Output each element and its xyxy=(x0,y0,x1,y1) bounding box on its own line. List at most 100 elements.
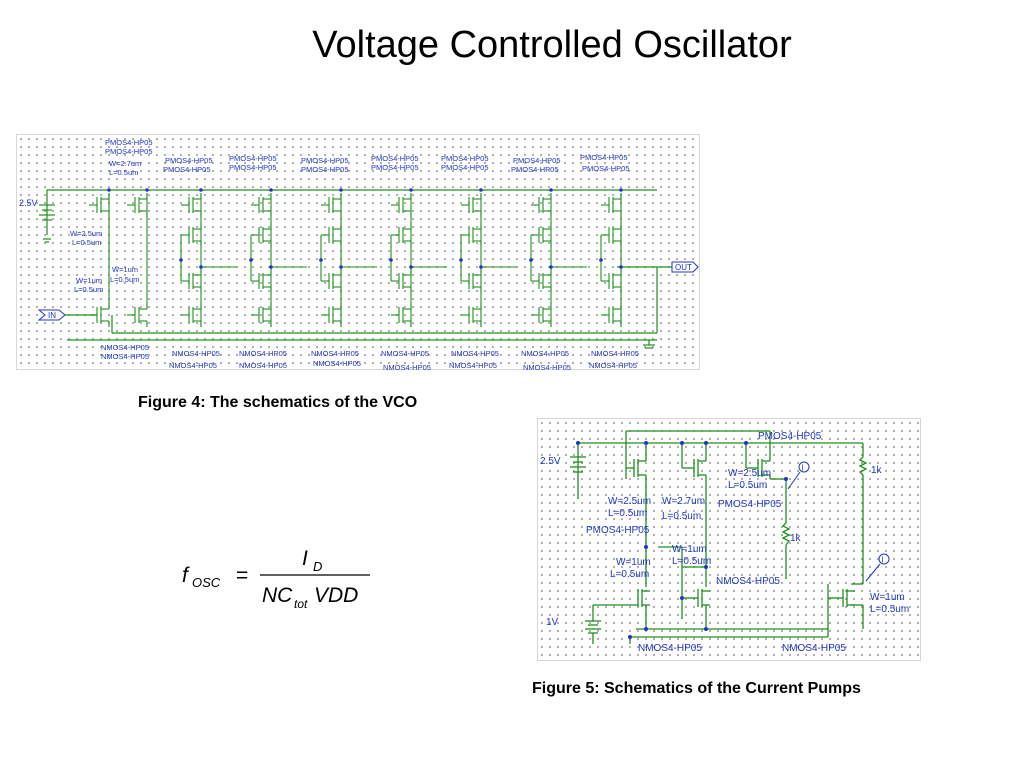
pumps-nmos-mid-l: L=0.5um xyxy=(672,556,711,567)
vco-junctions xyxy=(107,188,623,269)
pumps-pmos-right-w: W=2.5um xyxy=(728,468,771,479)
stage3-pmos-inner xyxy=(321,223,342,247)
stage6-pmos-outer xyxy=(531,193,552,217)
stage6-nmos-part-2: NMOS4-HP05 xyxy=(523,363,571,371)
stage2-nmos-outer xyxy=(251,303,272,327)
pumps-nmos-left-l: L=0.5um xyxy=(610,569,649,580)
vco-in-port: IN xyxy=(37,309,66,321)
stage6-nmos-part-1: NMOS4-HP05 xyxy=(521,349,569,358)
stage4-nmos-outer xyxy=(391,303,412,327)
stage3-node-out xyxy=(339,265,343,269)
stage5-nmos-inner xyxy=(461,269,482,293)
pumps-nmos-right-l: L=0.5um xyxy=(870,604,909,615)
stage6-node-vdd xyxy=(549,188,553,192)
stage7-node-in xyxy=(599,258,603,262)
current-probe-right: I xyxy=(865,553,890,582)
stage6-pmos-inner xyxy=(531,223,552,247)
pumps-bias-label: 1V xyxy=(546,617,559,628)
vco-first-node-vdd-b xyxy=(145,188,149,192)
stage3-nmos-part-1: NMOS4-HP05 xyxy=(311,349,359,358)
pumps-junctions xyxy=(576,441,788,639)
pumps-nmos-bottom-left-part: NMOS4-HP05 xyxy=(638,643,702,654)
vco-first-nmos-l: L=0.5um xyxy=(110,275,139,284)
stage4-node-vdd xyxy=(409,188,413,192)
slide-title: Voltage Controlled Oscillator xyxy=(312,24,792,66)
stage1-pmos-outer xyxy=(181,193,202,217)
stage4-pmos-inner xyxy=(391,223,412,247)
formula-numerator: I xyxy=(302,547,308,570)
vco-schematic-drawing: 2.5V IN OUT PMOS4-HP05 PMOS4-HP05 W=2.7u… xyxy=(19,138,699,372)
stage1-nmos-part-2: NMOS4-HP05 xyxy=(169,361,217,370)
stage3-nmos-inner xyxy=(321,269,342,293)
stage4-pmos-part-1: PMOS4-HP05 xyxy=(371,154,419,163)
stage5-nmos-outer xyxy=(461,303,482,327)
vco-first-nmos-w: W=1um xyxy=(112,265,138,274)
formula-den-nc: NC xyxy=(262,584,293,607)
pumps-labels: 2.5V 1V PMOS4-HP05 W=2.5um L=0.5um PMOS4… xyxy=(540,431,909,654)
vco-first-nmos-side-w: W=1um xyxy=(76,276,102,285)
stage3-pmos-part-1: PMOS4-HP05 xyxy=(301,156,349,165)
pumps-resistor-right-value: 1k xyxy=(871,465,883,476)
stage7-nmos-part-2: NMOS4-HP05 xyxy=(589,361,637,370)
stage1-pmos-part-2: PMOS4-HP05 xyxy=(163,165,211,174)
formula-equals: = xyxy=(236,564,248,587)
vco-first-nmos-b xyxy=(127,303,148,327)
pumps-pmos-top-part: PMOS4-HP05 xyxy=(758,431,822,442)
vco-ground xyxy=(643,340,655,349)
stage6-node-in xyxy=(529,258,533,262)
stage7-pmos-part-1: PMOS4-HP05 xyxy=(580,153,628,162)
current-pumps-drawing: I I 2.5V 1V PMOS4-HP05 W=2.5um L=0.5um P… xyxy=(540,430,909,654)
stage6-nmos-inner xyxy=(531,269,552,293)
vco-first-nmos-part-1: NMOS4-HP05 xyxy=(101,343,149,352)
formula-numerator-sub: D xyxy=(313,559,322,574)
stage1-node-vdd xyxy=(199,188,203,192)
vco-supply-label: 2.5V xyxy=(19,198,38,208)
pumps-nmos-right-w: W=1um xyxy=(870,592,905,603)
stage2-node-vdd xyxy=(269,188,273,192)
vco-first-pmos-side-w: W=2.5um xyxy=(70,229,102,238)
stage2-pmos-part-1: PMOS4-HP05 xyxy=(229,154,277,163)
stage7-pmos-part-2: PMOS4-HP05 xyxy=(582,164,630,173)
formula-drawing: f OSC = I D NC tot VDD xyxy=(182,547,370,611)
formula-lhs-sub: OSC xyxy=(192,575,221,590)
resistor-mid-symbol xyxy=(781,522,791,546)
vco-first-pmos-l: L=0.5um xyxy=(109,168,138,177)
resistor-right-symbol xyxy=(858,456,868,476)
pumps-wires xyxy=(577,430,864,644)
stage2-pmos-part-2: PMOS4-HP05 xyxy=(229,163,277,172)
stage6-node-out xyxy=(549,265,553,269)
vco-first-pmos-w: W=2.7um xyxy=(109,159,141,168)
stage5-nmos-part-1: NMOS4-HP05 xyxy=(451,349,499,358)
stage2-node-out xyxy=(269,265,273,269)
vco-wires xyxy=(46,189,672,341)
stage6-pmos-part-2: PMOS4-HP05 xyxy=(511,165,559,174)
pumps-pmos-left-part: PMOS4-HP05 xyxy=(586,525,650,536)
vco-stage-labels: PMOS4-HP05 PMOS4-HP05 PMOS4-HP05 PMOS4-H… xyxy=(163,153,639,372)
stage1-node-in xyxy=(179,258,183,262)
vco-first-stage-labels: PMOS4-HP05 PMOS4-HP05 W=2.7um L=0.5um W=… xyxy=(70,138,153,361)
stage7-node-vdd xyxy=(619,188,623,192)
stage5-pmos-inner xyxy=(461,223,482,247)
pumps-pmos-left-w: W=2.5um xyxy=(608,496,651,507)
pumps-transistors xyxy=(626,443,855,607)
stage5-pmos-part-2: PMOS4-HP05 xyxy=(441,163,489,172)
pumps-pmos-mid-l: L=0.5um xyxy=(662,511,701,522)
stage5-pmos-part-1: PMOS4-HP05 xyxy=(441,154,489,163)
pumps-nmos-left-w: W=1um xyxy=(616,557,651,568)
stage6-nmos-outer xyxy=(531,303,552,327)
stage3-pmos-part-2: PMOS4-HP05 xyxy=(301,165,349,174)
current-probe-right-label: I xyxy=(882,556,884,565)
stage7-pmos-outer xyxy=(601,193,622,217)
vco-first-pmos-b xyxy=(127,193,148,217)
current-pumps-schematic: I I 2.5V 1V PMOS4-HP05 W=2.5um L=0.5um P… xyxy=(537,418,921,661)
pumps-nmos-mid-part: NMOS4-HP05 xyxy=(716,576,780,587)
stage7-nmos-part-1: NMOS4-HP05 xyxy=(591,349,639,358)
stage2-nmos-part-1: NMOS4-HP05 xyxy=(239,349,287,358)
formula-den-sub: tot xyxy=(294,597,308,610)
stage3-node-in xyxy=(319,258,323,262)
vco-out-port: OUT xyxy=(671,261,699,273)
vco-first-pmos-part-2: PMOS4-HP05 xyxy=(105,147,153,156)
stage7-node-out xyxy=(619,265,623,269)
stage3-pmos-outer xyxy=(321,193,342,217)
stage1-node-out xyxy=(199,265,203,269)
